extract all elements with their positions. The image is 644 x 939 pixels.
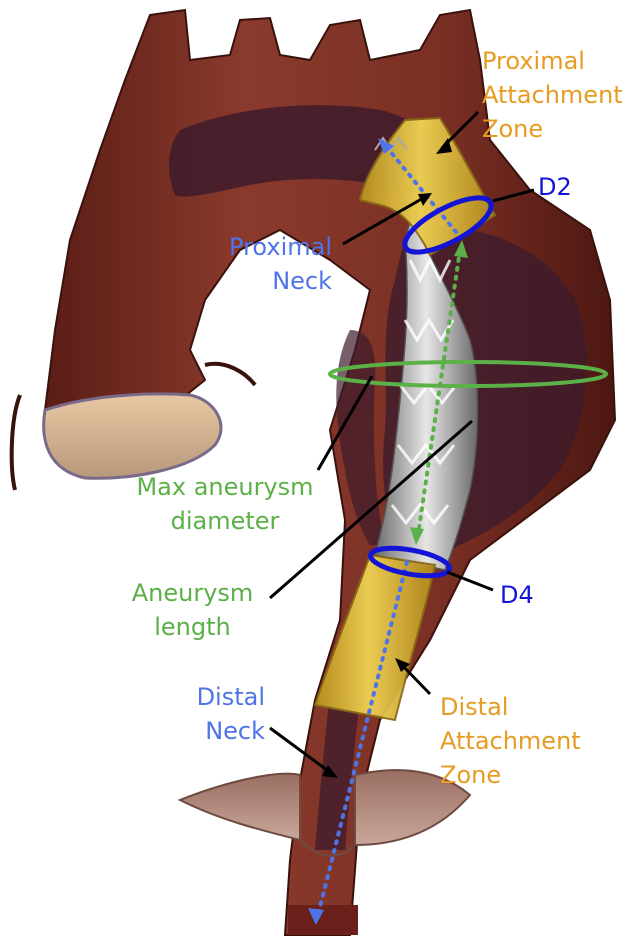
- proximal-attachment-zone-line-3: Zone: [482, 112, 623, 146]
- aneurysm-length-line-2: length: [110, 610, 275, 644]
- proximal-attachment-zone-label: Proximal Attachment Zone: [482, 44, 623, 146]
- max-aneurysm-diameter-label: Max aneurysm diameter: [110, 470, 340, 538]
- distal-attachment-zone-line-1: Distal: [440, 690, 581, 724]
- max-aneurysm-diameter-line-2: diameter: [110, 504, 340, 538]
- distal-attachment-zone-label: Distal Attachment Zone: [440, 690, 581, 792]
- proximal-neck-line-1: Proximal: [220, 230, 332, 264]
- proximal-attachment-zone-line-1: Proximal: [482, 44, 623, 78]
- proximal-attachment-zone-line-2: Attachment: [482, 78, 623, 112]
- proximal-neck-label: Proximal Neck: [220, 230, 332, 298]
- distal-neck-line-1: Distal: [150, 680, 265, 714]
- aorta-base: [288, 905, 358, 935]
- distal-attachment-zone-line-3: Zone: [440, 758, 581, 792]
- aneurysm-length-label: Aneurysm length: [110, 576, 275, 644]
- d4-label: D4: [500, 578, 534, 612]
- distal-neck-label: Distal Neck: [150, 680, 265, 748]
- distal-attachment-zone-line-2: Attachment: [440, 724, 581, 758]
- proximal-neck-line-2: Neck: [220, 264, 332, 298]
- max-aneurysm-diameter-line-1: Max aneurysm: [110, 470, 340, 504]
- d2-label: D2: [538, 170, 572, 204]
- aneurysm-length-line-1: Aneurysm: [110, 576, 275, 610]
- distal-neck-line-2: Neck: [150, 714, 265, 748]
